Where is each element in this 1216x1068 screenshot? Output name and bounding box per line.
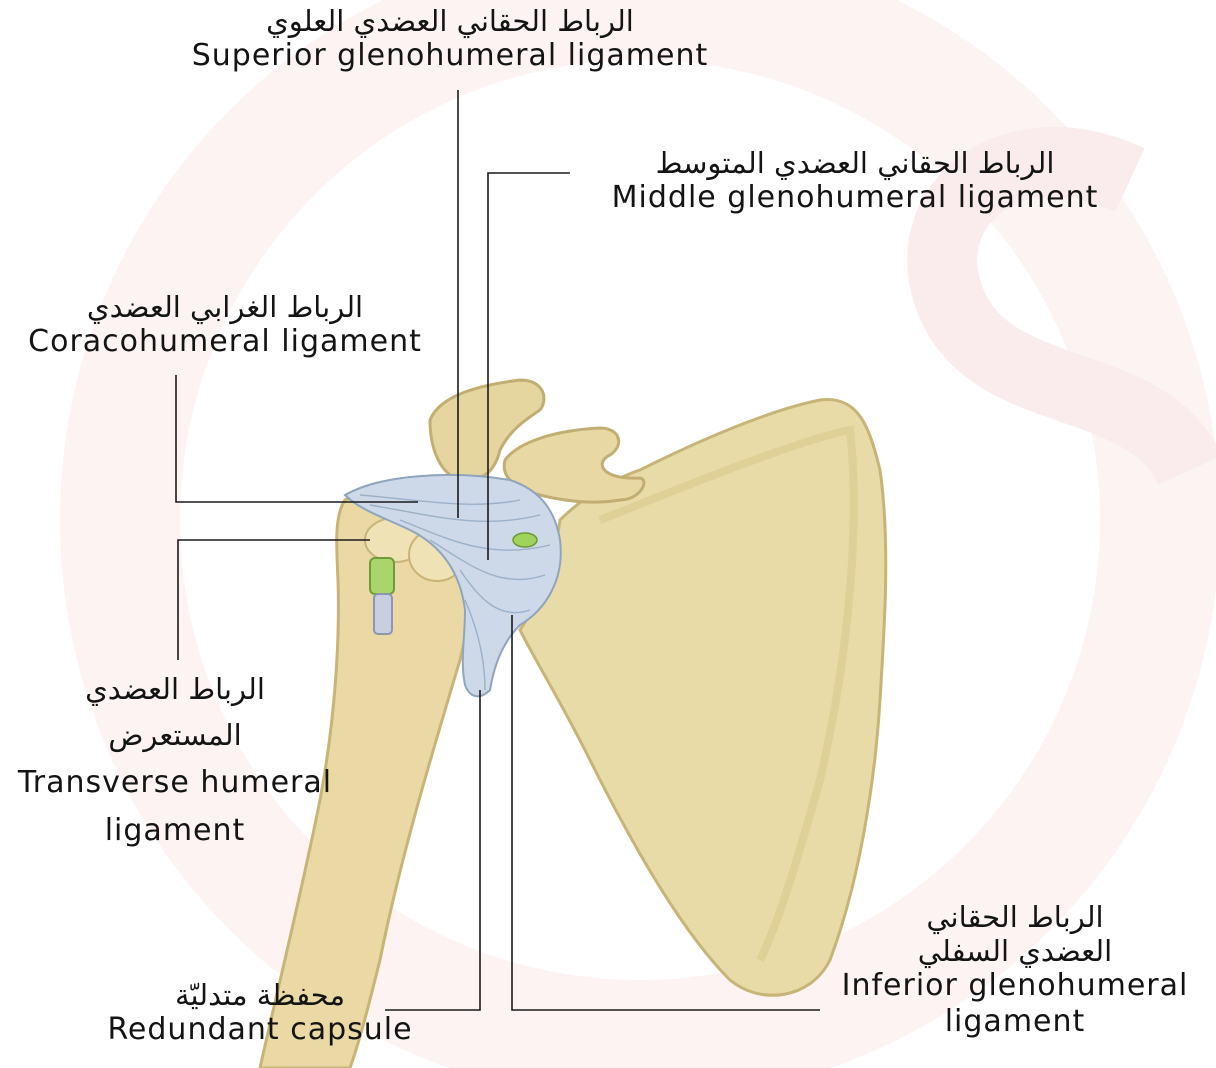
label-inferior-ar-2: العضدي السفلي [815, 934, 1215, 968]
label-coracohumeral: الرباط الغرابي العضدي Coracohumeral liga… [0, 290, 450, 360]
label-transverse-en-1: Transverse humeral [0, 759, 350, 807]
label-middle-glenohumeral: الرباط الحقاني العضدي المتوسط Middle gle… [560, 146, 1150, 216]
label-inferior-ar-1: الرباط الحقاني [815, 900, 1215, 934]
label-redundant-en: Redundant capsule [60, 1012, 460, 1047]
biceps-tendon [370, 558, 394, 594]
label-coracohumeral-ar: الرباط الغرابي العضدي [0, 290, 450, 324]
label-superior-glenohumeral: الرباط الحقاني العضدي العلوي Superior gl… [150, 4, 750, 74]
label-transverse-ar-2: المستعرض [0, 712, 350, 758]
label-inferior-en-2: ligament [815, 1004, 1215, 1039]
bursa-opening [513, 533, 537, 547]
label-inferior-glenohumeral: الرباط الحقاني العضدي السفلي Inferior gl… [815, 900, 1215, 1039]
label-redundant-ar: محفظة متدليّة [60, 978, 460, 1012]
label-superior-ar: الرباط الحقاني العضدي العلوي [150, 4, 750, 38]
label-coracohumeral-en: Coracohumeral ligament [0, 324, 450, 359]
label-transverse-en-2: ligament [0, 807, 350, 855]
label-middle-ar: الرباط الحقاني العضدي المتوسط [560, 146, 1150, 180]
label-superior-en: Superior glenohumeral ligament [150, 38, 750, 73]
label-redundant-capsule: محفظة متدليّة Redundant capsule [60, 978, 460, 1048]
biceps-tendon-sheath [374, 594, 392, 634]
label-inferior-en-1: Inferior glenohumeral [815, 968, 1215, 1003]
label-transverse-ar-1: الرباط العضدي [0, 666, 350, 712]
label-transverse-humeral: الرباط العضدي المستعرض Transverse humera… [0, 666, 350, 855]
label-middle-en: Middle glenohumeral ligament [560, 180, 1150, 215]
